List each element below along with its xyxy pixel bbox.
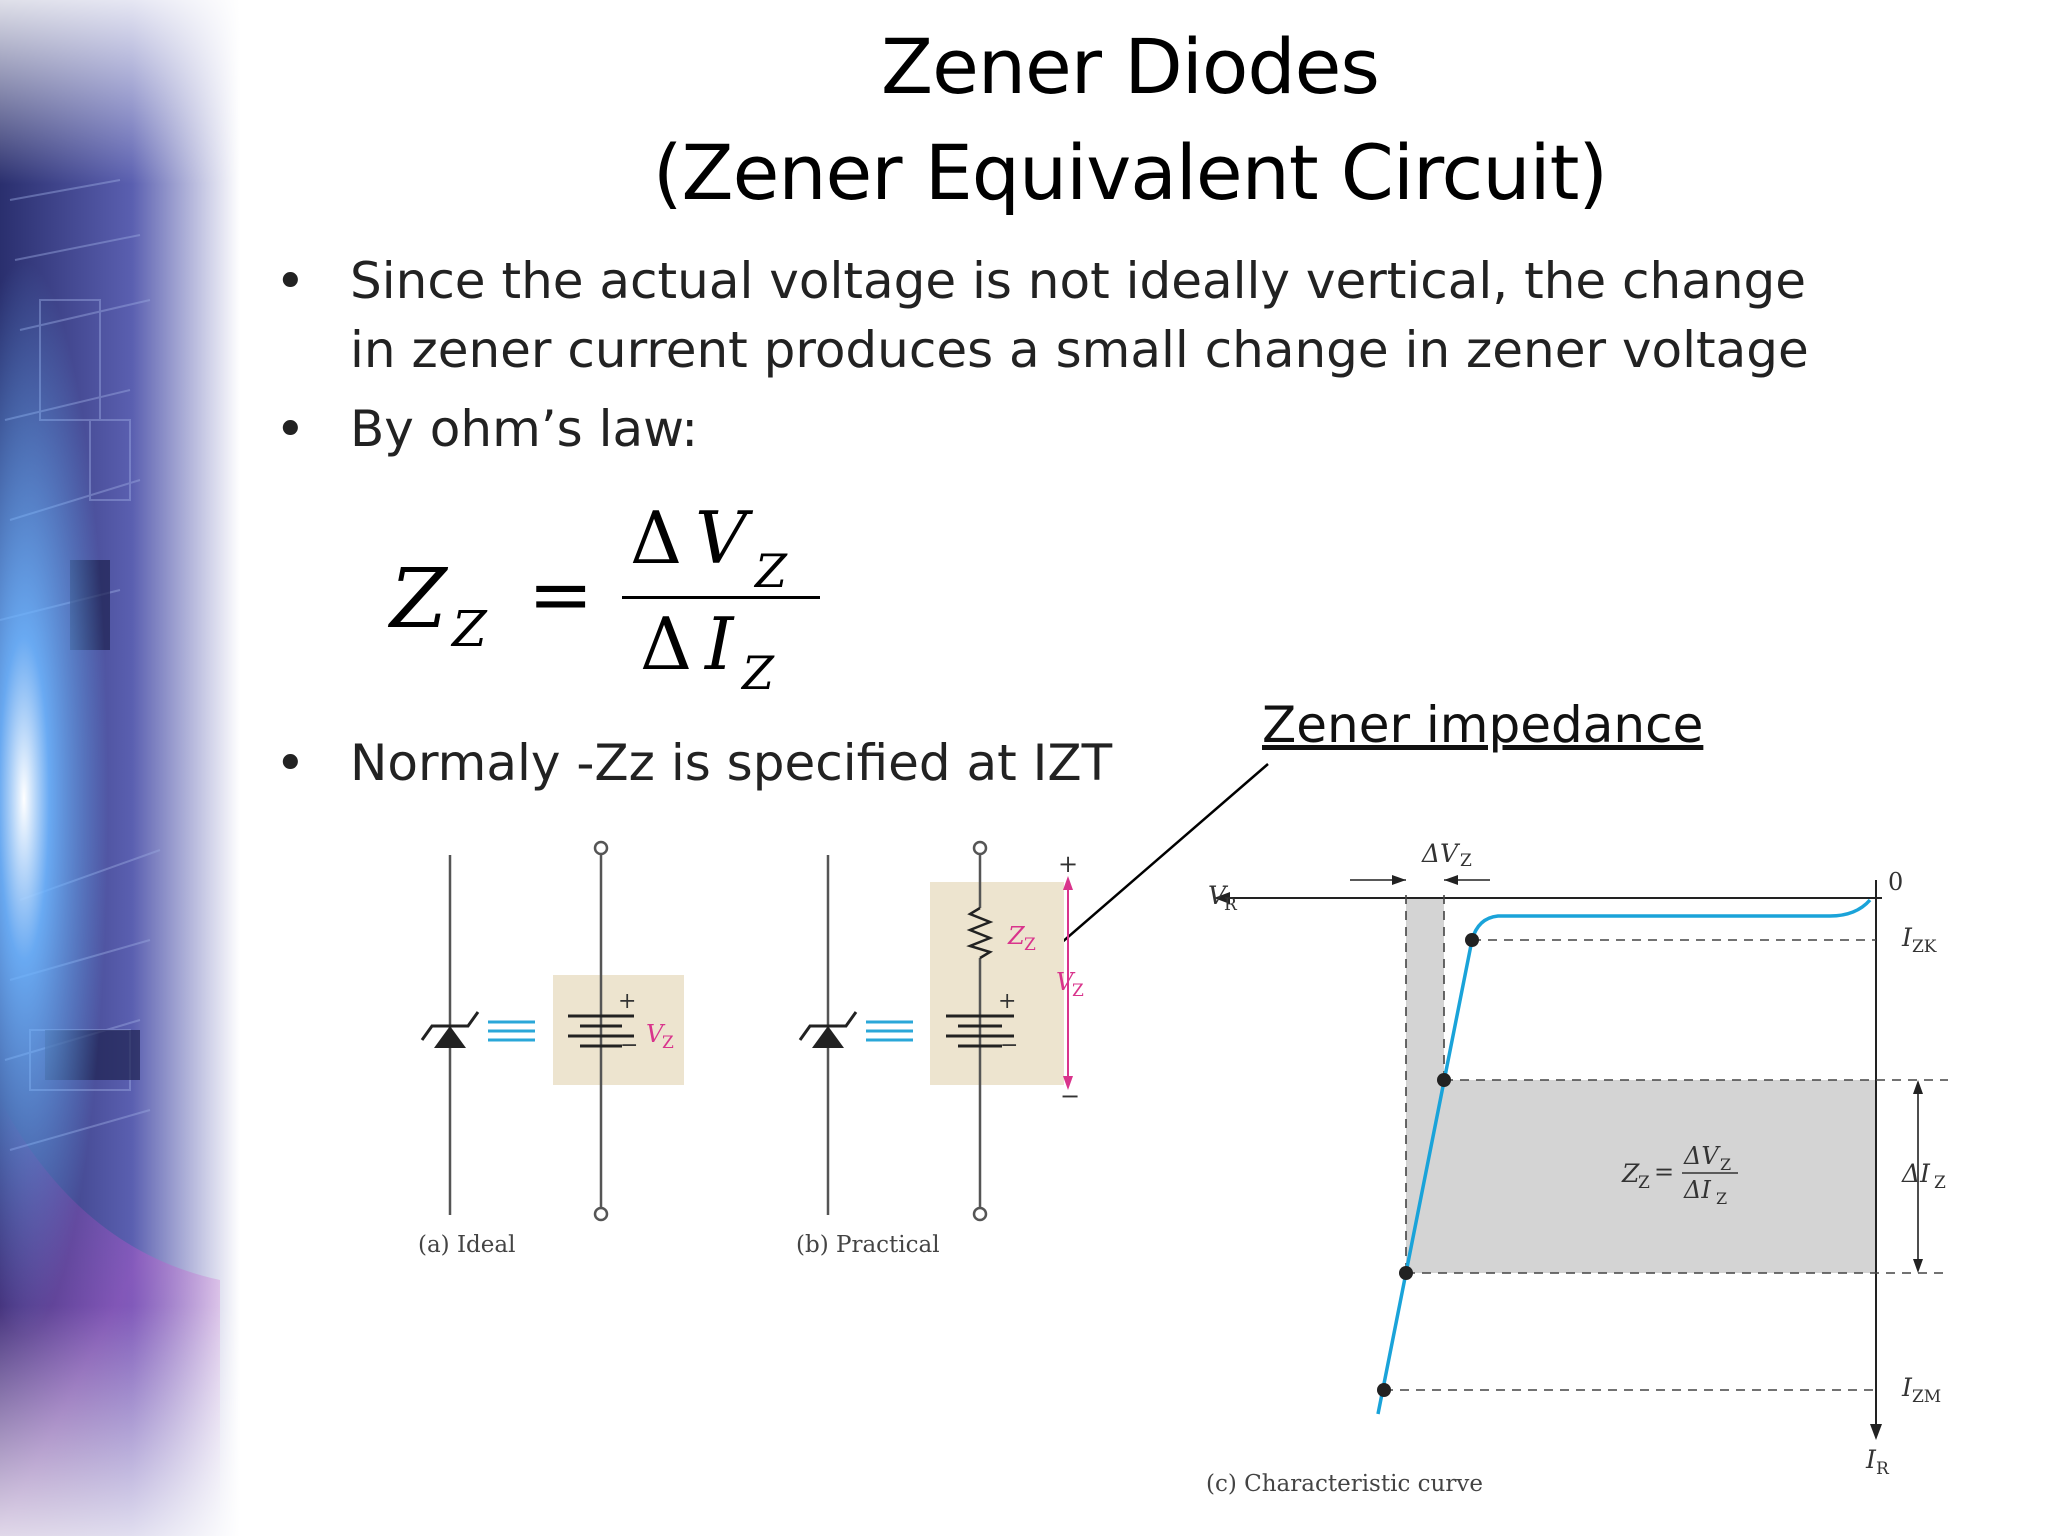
practical-equivalent-circuit [930,840,1073,1222]
formula-fraction-bar [622,596,820,599]
curve-izk-label: I [1901,923,1913,952]
slide-subtitle: (Zener Equivalent Circuit) [652,128,1608,217]
ideal-battery-equivalent [553,840,684,1222]
curve-eq-numerator-subscript: Z [1720,1155,1731,1174]
curve-origin-label: 0 [1888,868,1903,896]
decorative-sidebar-image [0,0,240,1536]
characteristic-curve [1214,875,1948,1440]
formula-equals: = [528,550,594,640]
curve-eq-equals: = [1654,1158,1674,1186]
practical-diode-symbol [798,855,858,1215]
bullet-marker: • [275,734,306,794]
curve-eq-lhs-subscript: Z [1638,1173,1650,1193]
practical-zz-label: Z [1007,922,1026,950]
formula-num: V [695,496,747,580]
practical-minus-label: − [1060,1082,1080,1110]
curve-delta-iz-subscript: Z [1934,1173,1946,1193]
curve-vr-label: V [1208,881,1229,910]
curve-ir-subscript: R [1876,1459,1890,1479]
curve-izm-subscript: ZM [1912,1387,1941,1407]
formula-lhs: Z [390,552,447,647]
curve-delta-vz-label: ΔV [1421,839,1461,868]
practical-zz-subscript: Z [1024,935,1036,955]
practical-vz-subscript: Z [1072,981,1084,1001]
bullet-1-line-2: in zener current produces a small change… [350,321,1809,379]
bullet-3-text: Normaly -Zz is specified at IZT [350,734,1113,792]
curve-vr-subscript: R [1224,895,1238,915]
formula-lhs-subscript: Z [452,600,487,658]
zener-impedance-formula: Z Z = Δ V Z Δ I Z [390,496,830,700]
practical-caption: (b) Practical [796,1232,940,1258]
characteristic-caption: (c) Characteristic curve [1206,1471,1483,1497]
ideal-vz-label: V [646,1020,666,1048]
curve-eq-lhs: Z [1621,1159,1640,1188]
practical-battery-minus: − [1000,1033,1018,1058]
curve-delta-iz-label: ΔI [1901,1159,1931,1188]
zener-impedance-callout: Zener impedance [1262,696,1704,754]
curve-eq-denominator: ΔI [1683,1176,1711,1204]
formula-den-delta: Δ [640,602,692,686]
practical-plus-label: + [1058,850,1078,878]
curve-eq-numerator: ΔV [1683,1142,1721,1170]
curve-izk-subscript: ZK [1912,937,1937,957]
bullet-marker: • [275,400,306,460]
practical-battery-plus: + [998,989,1016,1014]
zener-resistance-symbol [966,906,994,960]
formula-num-delta: Δ [630,496,682,580]
formula-den-subscript: Z [742,646,774,700]
curve-ir-label: I [1865,1445,1877,1474]
ideal-vz-subscript: Z [662,1033,674,1053]
bullet-marker: • [275,252,306,312]
bullet-2-text: By ohm’s law: [350,400,699,458]
ideal-plus-label: + [618,989,636,1014]
bullet-1-line-1: Since the actual voltage is not ideally … [350,252,1807,310]
curve-impedance-equation: Z Z = ΔV Z ΔI Z [1621,1142,1738,1208]
curve-izm-label: I [1901,1373,1913,1402]
ideal-equivalence-sign [488,1020,535,1042]
practical-vz-label: V [1056,968,1076,996]
formula-num-subscript: Z [755,544,787,598]
ideal-caption: (a) Ideal [418,1232,516,1258]
curve-eq-denominator-subscript: Z [1716,1189,1727,1208]
curve-delta-vz-subscript: Z [1460,851,1472,871]
practical-equivalence-sign [866,1020,913,1042]
ideal-diode-symbol [420,855,480,1215]
ideal-minus-label: − [620,1033,638,1058]
slide-title: Zener Diodes [881,22,1380,111]
formula-den: I [705,602,734,686]
